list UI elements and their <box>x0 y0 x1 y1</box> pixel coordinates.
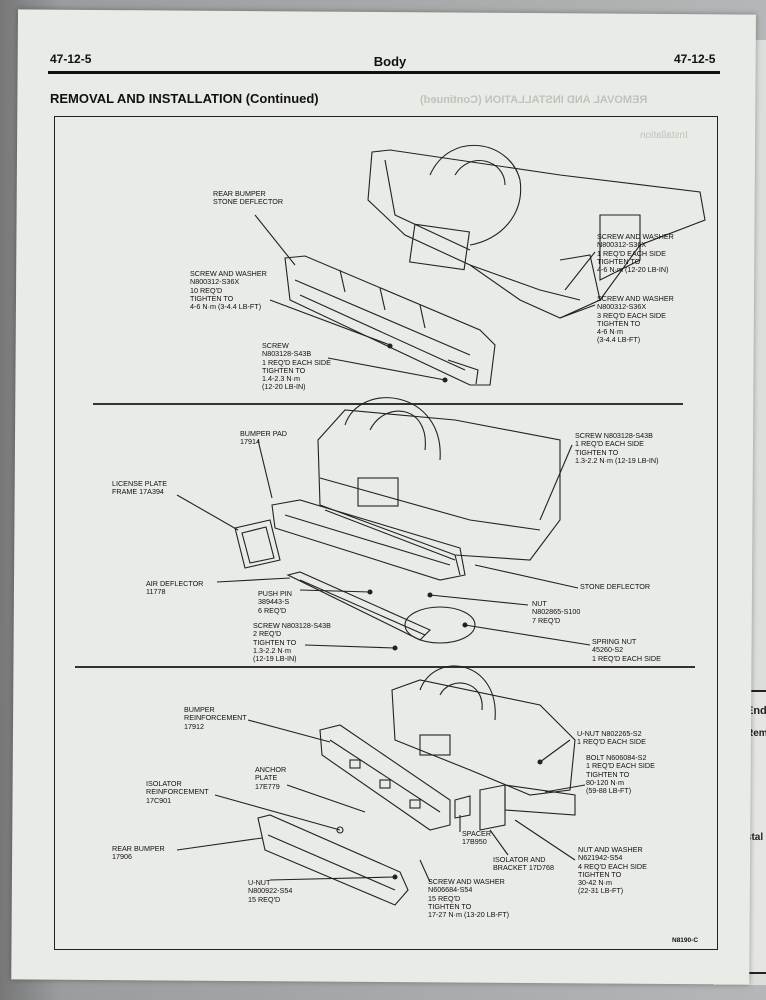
isolator-bracket-part <box>454 784 506 831</box>
label-nut: NUT N802865-S100 7 REQ'D <box>532 599 581 625</box>
rear-bumper-part <box>257 814 409 906</box>
diagram-frame <box>54 116 718 950</box>
section-divider-1 <box>93 403 683 405</box>
label-stone-deflector: STONE DEFLECTOR <box>580 582 651 591</box>
label-nut-washer: NUT AND WASHER N621942-S54 4 REQ'D EACH … <box>578 845 647 896</box>
label-spacer: SPACER 17B950 <box>462 829 492 847</box>
label-bumper-reinforcement: BUMPER REINFORCEMENT 17912 <box>184 705 247 731</box>
label-rear-bumper: REAR BUMPER 17906 <box>112 844 165 862</box>
label-isolator-reinforcement: ISOLATOR REINFORCEMENT 17C901 <box>146 779 209 805</box>
stone-deflector-part <box>284 255 496 386</box>
label-screw-washer-top-right-2: SCREW AND WASHER N800312-S36X 3 REQ'D EA… <box>597 294 674 345</box>
header-rule <box>48 71 720 74</box>
label-rear-bumper-stone-deflector: REAR BUMPER STONE DEFLECTOR <box>213 189 284 207</box>
air-deflector-part <box>286 571 431 641</box>
label-screw-mid-left: SCREW N803128-S43B 2 REQ'D TIGHTEN TO 1.… <box>253 621 331 664</box>
label-screw-mid-right: SCREW N803128-S43B 1 REQ'D EACH SIDE TIG… <box>575 431 659 465</box>
label-air-deflector: AIR DEFLECTOR 11778 <box>146 579 204 597</box>
bumper-reinforcement-part <box>319 724 451 831</box>
license-plate-frame-part <box>234 519 281 569</box>
car-rear-middle <box>317 397 561 576</box>
page-title: REMOVAL AND INSTALLATION (Continued) <box>50 91 319 106</box>
bumper-pad-part <box>271 499 466 581</box>
label-screw-washer-top-right-1: SCREW AND WASHER N800312-S36X 1 REQ'D EA… <box>597 232 674 275</box>
figure-number: N8190-C <box>672 937 699 944</box>
car-rear-top <box>367 144 706 319</box>
page-number-left: 47-12-5 <box>50 52 92 66</box>
label-push-pin: PUSH PIN 389443-S 6 REQ'D <box>258 589 292 615</box>
car-rear-bottom <box>391 665 576 816</box>
section-divider-2 <box>75 666 695 668</box>
label-anchor-plate: ANCHOR PLATE 17E779 <box>255 765 287 791</box>
label-license-plate-frame: LICENSE PLATE FRAME 17A394 <box>112 479 167 497</box>
label-spring-nut: SPRING NUT 45260-S2 1 REQ'D EACH SIDE <box>592 637 661 663</box>
next-page-subheading: Rem <box>746 728 766 739</box>
label-screw-washer-top-left: SCREW AND WASHER N800312-S36X 10 REQ'D T… <box>190 269 267 312</box>
label-bumper-pad: BUMPER PAD 17914 <box>240 429 287 447</box>
section-title: Body <box>373 54 407 69</box>
label-screw-washer-bottom: SCREW AND WASHER N606684-S54 15 REQ'D TI… <box>428 877 510 920</box>
label-u-nut-bottom: U-NUT N800922-S54 15 REQ'D <box>248 878 293 904</box>
label-bolt: BOLT N606084-S2 1 REQ'D EACH SIDE TIGHTE… <box>586 753 655 796</box>
label-screw-top: SCREW N803128-S43B 1 REQ'D EACH SIDE TIG… <box>262 341 331 392</box>
label-isolator-bracket: ISOLATOR AND BRACKET 17D768 <box>493 855 554 873</box>
label-u-nut-top: U-NUT N802265-S2 1 REQ'D EACH SIDE <box>577 729 646 747</box>
page-number-right: 47-12-5 <box>674 52 716 66</box>
